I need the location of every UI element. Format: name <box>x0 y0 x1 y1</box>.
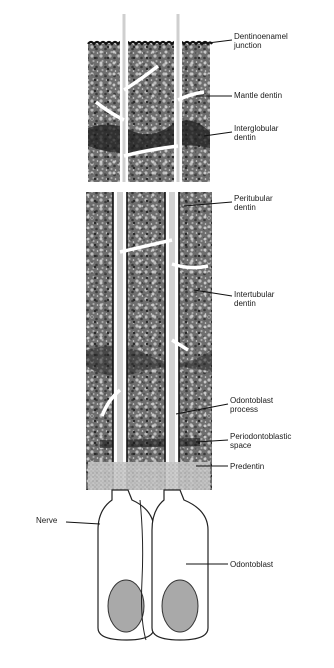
label-intertubular-dentin: Intertubular dentin <box>234 290 274 308</box>
label-mantle-dentin: Mantle dentin <box>234 91 282 100</box>
dej-line <box>88 42 212 44</box>
label-interglobular-dentin: Interglobular dentin <box>234 124 278 142</box>
lower-dentin-block <box>86 192 212 490</box>
upper-dentin-block <box>88 44 210 182</box>
label-nerve: Nerve <box>36 516 57 525</box>
label-odontoblast: Odontoblast <box>230 560 273 569</box>
label-peritubular-dentin: Peritubular dentin <box>234 194 273 212</box>
predentin-zone <box>88 462 210 490</box>
label-periodontoblastic-space: Periodontoblastic space <box>230 432 291 450</box>
label-dej: Dentinoenamel junction <box>234 32 288 50</box>
label-odontoblast-process: Odontoblast process <box>230 396 273 414</box>
label-predentin: Predentin <box>230 462 264 471</box>
